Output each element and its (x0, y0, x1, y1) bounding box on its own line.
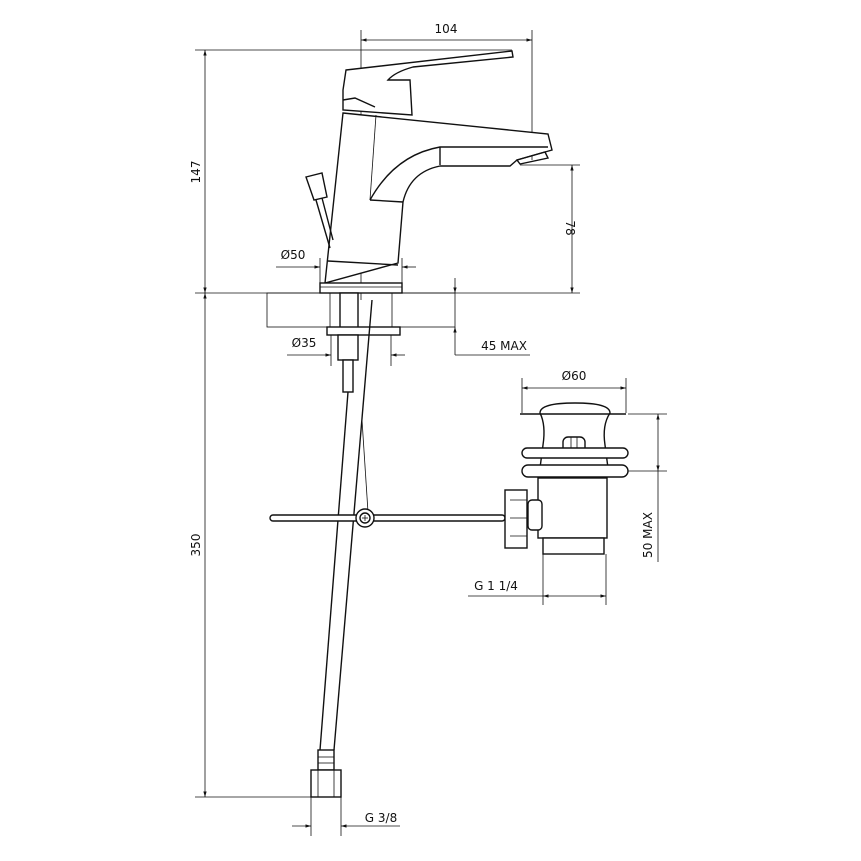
dimension-waste-flange-diameter: Ø60 (521, 369, 627, 413)
dimension-label: G 1 1/4 (474, 579, 518, 593)
dimension-label: 147 (189, 161, 203, 184)
popup-lever (305, 172, 334, 249)
faucet-handle (342, 50, 514, 116)
dimension-base-diameter: Ø50 (276, 248, 416, 283)
dimension-label: 350 (189, 534, 203, 557)
supply-hose (310, 299, 373, 798)
dimension-label: Ø35 (292, 336, 317, 350)
faucet-shank (326, 292, 401, 393)
dimension-label: Ø60 (562, 369, 587, 383)
popup-waste (504, 402, 629, 555)
dimension-waste-thread: G 1 1/4 (468, 554, 607, 605)
dimension-shank-diameter: Ø35 (287, 335, 405, 366)
dimension-spout-height: 78 (520, 164, 580, 293)
dimension-total-height: 147 (189, 49, 512, 293)
dimension-label: G 3/8 (365, 811, 397, 825)
dimension-waste-max-thickness: 50 MAX (628, 413, 667, 562)
dimension-hose-thread: G 3/8 (292, 797, 400, 836)
popup-rod (269, 508, 506, 528)
faucet-body (319, 112, 553, 294)
dimension-label: 104 (435, 22, 458, 36)
dimension-max-counter-thickness: 45 MAX (453, 278, 530, 356)
dimension-label: 45 MAX (481, 339, 527, 353)
dimension-hose-length: 350 (189, 293, 320, 798)
dimension-label: 78 (563, 220, 577, 235)
dimension-label: Ø50 (281, 248, 306, 262)
countertop-section (266, 292, 456, 328)
dimension-label: 50 MAX (641, 512, 655, 558)
